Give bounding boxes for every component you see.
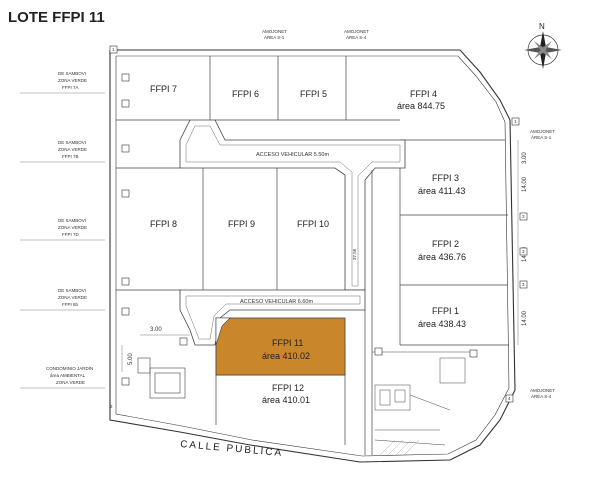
lot-ffpi3-name: FFPI 3 (432, 173, 459, 183)
note-3-line-3: FFPI 7D (62, 232, 80, 237)
lot-ffpi4-name: FFPI 4 (410, 89, 437, 99)
dim-500: 5.00 (128, 353, 134, 365)
building-footprints-left (137, 357, 186, 399)
north-label: N (539, 22, 545, 31)
marker-1: 1 (112, 47, 115, 52)
point-markers (109, 45, 528, 403)
lot-ffpi11-name: FFPI 11 (272, 338, 303, 348)
note-1-line-2: ZONA VERDE (58, 78, 87, 83)
left-notes: DE SAMBOVI ZONA VERDE FFPI 7A DE SAMBOVI… (46, 71, 93, 385)
marker-5: 3 (522, 282, 525, 287)
dim-1400-c: 14.00 (522, 310, 528, 326)
road-label-lower: ACCESO VEHICULAR 6.60m (240, 299, 313, 305)
lot-ffpi4-area: área 844.75 (397, 101, 445, 111)
lot-ffpi11-highlight[interactable] (215, 317, 346, 376)
note-2-line-3: FFPI 7B (62, 154, 79, 159)
note-5-line-1: CONDOMINIO JARDÍN (46, 365, 93, 371)
marker-4: 3 (522, 249, 525, 254)
amojonet-top2-line-2: ÁREA S-4 (346, 34, 367, 40)
note-4-line-1: DE SAMBOVI (58, 288, 86, 293)
lot-ffpi9-name: FFPI 9 (228, 219, 255, 229)
amojonet-top1-line-1: AMOJONET (262, 29, 287, 34)
amojonet-right2-line-2: ÁREA S-4 (531, 393, 552, 399)
note-1-line-1: DE SAMBOVI (58, 71, 86, 76)
dim-300-right: 3.00 (522, 152, 528, 164)
lot-ffpi2-name: FFPI 2 (432, 239, 459, 249)
left-note-leaders (20, 92, 105, 389)
lot-ffpi12-area: área 410.01 (262, 395, 310, 405)
lot-ffpi7-name: FFPI 7 (150, 84, 177, 94)
lot-ffpi1-name: FFPI 1 (432, 306, 459, 316)
upper-road (179, 119, 406, 291)
road-label-vertical: 37.56 (352, 248, 357, 260)
note-2-line-1: DE SAMBOVI (58, 140, 86, 145)
marker-3: 3 (522, 214, 525, 219)
note-5-line-2: área AMBIENTAL (50, 373, 86, 378)
parcel-boundary (109, 49, 516, 463)
note-2-line-2: ZONA VERDE (58, 147, 87, 152)
note-3-line-1: DE SAMBOVI (58, 218, 86, 223)
lot-ffpi10-name: FFPI 10 (297, 219, 329, 229)
note-3-line-2: ZONA VERDE (58, 225, 87, 230)
lot-ffpi2-area: área 436.76 (418, 252, 466, 262)
lot-ffpi5-name: FFPI 5 (300, 89, 327, 99)
lot-ffpi12-name: FFPI 12 (272, 383, 304, 393)
note-5-line-3: ZONA VERDE (56, 380, 85, 385)
amojonet-right1-line-2: ÁREA S-1 (531, 134, 552, 140)
lot-ffpi8-name: FFPI 8 (150, 219, 177, 229)
marker-labels: 1 1 3 3 3 4 2 (110, 47, 525, 409)
hatch-area (379, 439, 420, 456)
amojonet-right1-line-1: AMOJONET (530, 129, 555, 134)
note-1-line-3: FFPI 7A (62, 85, 79, 90)
note-4-line-3: FFPI 8b (62, 302, 79, 307)
amojonet-top2-line-1: AMOJONET (344, 29, 369, 34)
marker-2: 1 (514, 119, 517, 124)
dimension-lines (121, 140, 519, 372)
amojonet-right2-line-1: AMOJONET (530, 388, 555, 393)
lot-lines (116, 56, 509, 445)
dim-300-left: 3.00 (150, 327, 162, 333)
lot-ffpi11-area: área 410.02 (262, 351, 310, 361)
lot-ffpi6-name: FFPI 6 (232, 89, 259, 99)
dim-1400-a: 14.00 (522, 176, 528, 192)
vertical-road (364, 170, 373, 455)
road-label-upper: ACCESO VEHICULAR 5.50m (256, 152, 329, 158)
page-title: LOTE FFPI 11 (8, 9, 105, 26)
amojonet-top1-line-2: ÁREA S-1 (264, 34, 285, 40)
building-footprints-right (372, 351, 470, 446)
north-arrow-icon (524, 31, 562, 69)
marker-7: 2 (110, 404, 113, 409)
note-4-line-2: ZONA VERDE (58, 295, 87, 300)
marker-6: 4 (508, 396, 511, 401)
lot-ffpi3-area: área 411.43 (418, 186, 465, 196)
lot-ffpi1-area: área 438.43 (418, 319, 466, 329)
